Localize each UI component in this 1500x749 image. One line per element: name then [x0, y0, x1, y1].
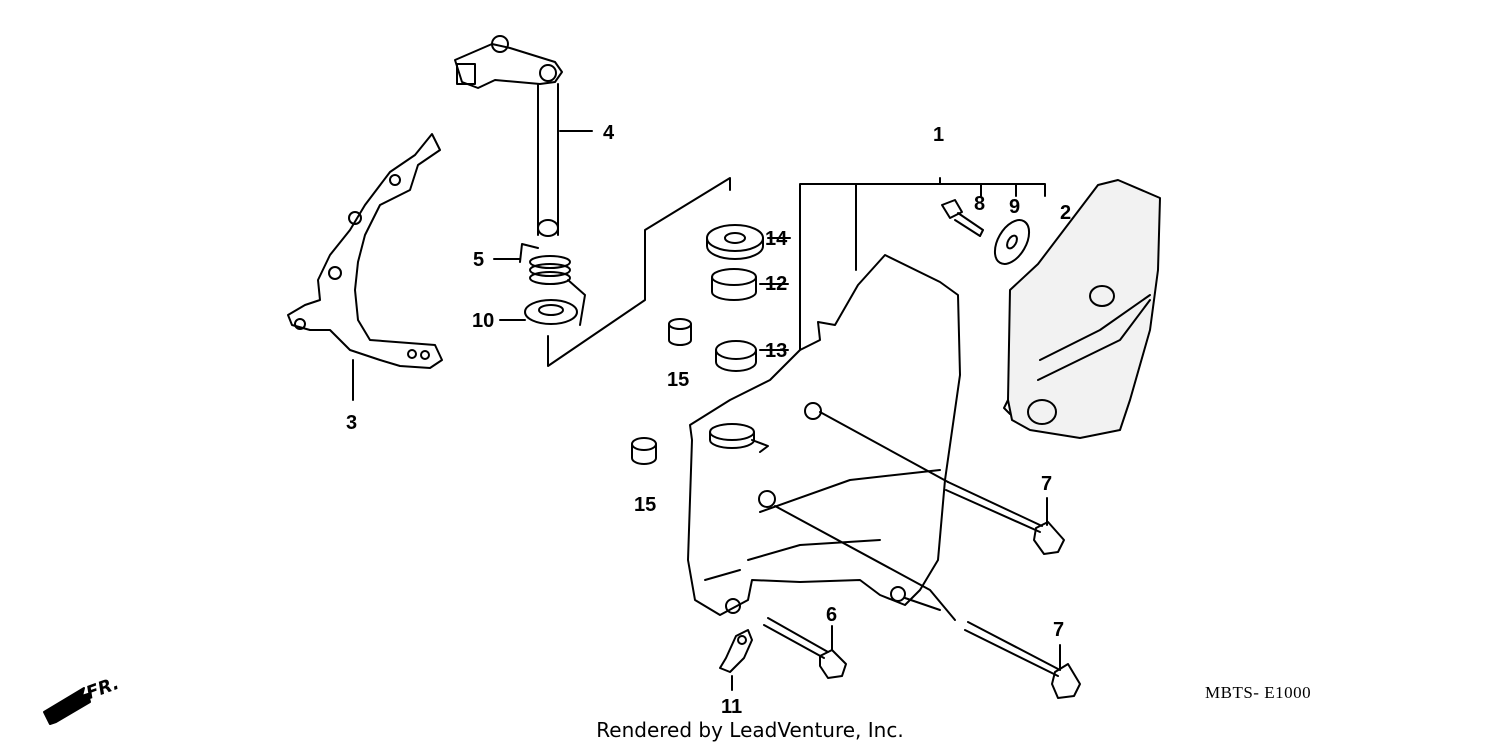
- cover-part: [687, 254, 961, 616]
- callout-10: 10: [472, 310, 495, 332]
- collar-lower-part: [631, 437, 657, 465]
- callout-4: 4: [603, 122, 615, 144]
- callout-12: 12: [765, 273, 788, 295]
- callout-8: 8: [974, 193, 986, 215]
- side-panel-part: [1003, 179, 1161, 439]
- diagram-code: MBTS- E1000: [1205, 683, 1312, 702]
- footer-credit: Rendered by LeadVenture, Inc.: [596, 718, 904, 742]
- bolt-7-upper-part: [819, 411, 1065, 555]
- callout-15-upper: 15: [667, 369, 690, 391]
- bearing-13-part: [715, 340, 789, 372]
- callout-6: 6: [826, 604, 838, 626]
- callout-15-lower: 15: [634, 494, 657, 516]
- callout-9: 9: [1009, 196, 1021, 218]
- bolt-6-part: [763, 617, 847, 679]
- callout-11: 11: [721, 696, 743, 718]
- bearing-14-part: [706, 224, 791, 260]
- callout-14: 14: [765, 228, 788, 250]
- collar-upper-part: [668, 318, 692, 346]
- bolt-7-lower-part: [774, 505, 1081, 699]
- callout-7-lower: 7: [1053, 619, 1065, 641]
- bearing-12-part: [711, 268, 789, 301]
- spring-part: [493, 243, 586, 326]
- callout-7-upper: 7: [1041, 473, 1053, 495]
- callout-2: 2: [1060, 202, 1072, 224]
- washer-10-part: [499, 299, 578, 325]
- callout-1: 1: [933, 124, 945, 146]
- shaft-part: [454, 35, 593, 237]
- washer-9-part: [993, 219, 1031, 265]
- callout-13: 13: [765, 340, 788, 362]
- callout-5: 5: [473, 249, 485, 271]
- bolt-8-part: [941, 199, 984, 237]
- front-direction-arrow-icon: [43, 687, 91, 725]
- clamp-part: [719, 629, 753, 691]
- callout-3: 3: [346, 412, 358, 434]
- gasket-part: [287, 133, 443, 401]
